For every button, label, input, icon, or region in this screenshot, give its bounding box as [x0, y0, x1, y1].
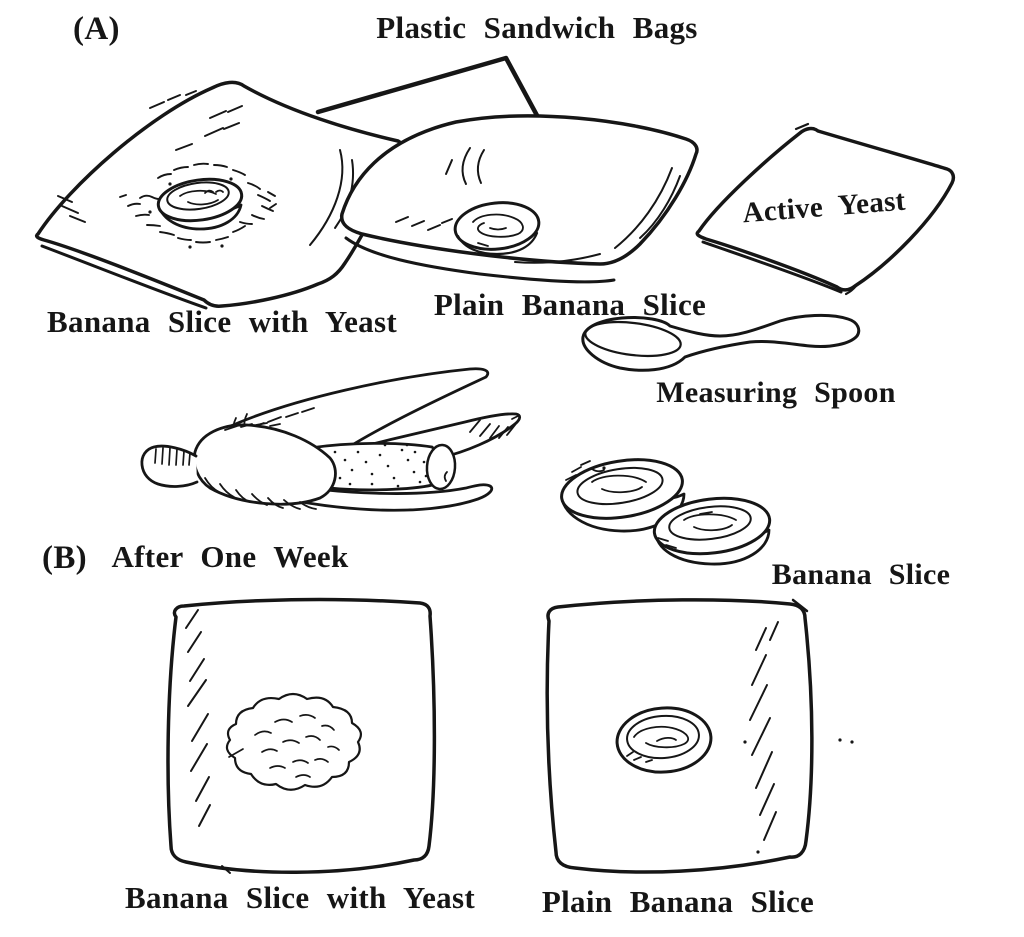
label-banana-slice-with-yeast-a: Banana Slice with Yeast — [47, 304, 397, 339]
label-plain-banana-slice-a: Plain Banana Slice — [433, 287, 707, 322]
stipple-dots — [333, 443, 428, 488]
section-b-label: (B) — [42, 540, 87, 576]
label-banana-slice-with-yeast-b: Banana Slice with Yeast — [125, 880, 475, 915]
yeast-speckles — [119, 162, 277, 249]
bag-with-yeast-illustration — [34, 80, 404, 310]
plain-banana-slice-drawing — [453, 201, 541, 256]
label-after-one-week: After One Week — [111, 539, 349, 574]
bag-b-with-yeast-illustration — [166, 597, 437, 874]
bag-edge-hatching-right — [743, 621, 779, 854]
label-measuring-spoon: Measuring Spoon — [656, 376, 896, 409]
banana-peel-illustration — [140, 367, 522, 512]
title-pointer-lines — [315, 55, 543, 124]
banana-slice-with-yeast-drawing — [156, 177, 244, 231]
label-banana-slice: Banana Slice — [771, 558, 951, 591]
plain-slice-after-week-drawing — [615, 706, 713, 774]
section-a-label: (A) — [73, 11, 120, 47]
bag-edge-hatching — [185, 609, 231, 874]
yeast-growth-drawing — [225, 692, 362, 791]
peel-tip-hatching — [469, 415, 519, 439]
diagram-title: Plastic Sandwich Bags — [376, 10, 698, 45]
bag-b-plain-illustration — [545, 598, 854, 874]
yeast-packet-illustration — [695, 122, 956, 296]
banana-stem-drawing — [140, 444, 199, 488]
banana-slices-illustration — [560, 458, 772, 566]
measuring-spoon-illustration — [581, 313, 861, 372]
bag-plain-illustration — [339, 114, 699, 284]
label-plain-banana-slice-b: Plain Banana Slice — [541, 884, 815, 919]
